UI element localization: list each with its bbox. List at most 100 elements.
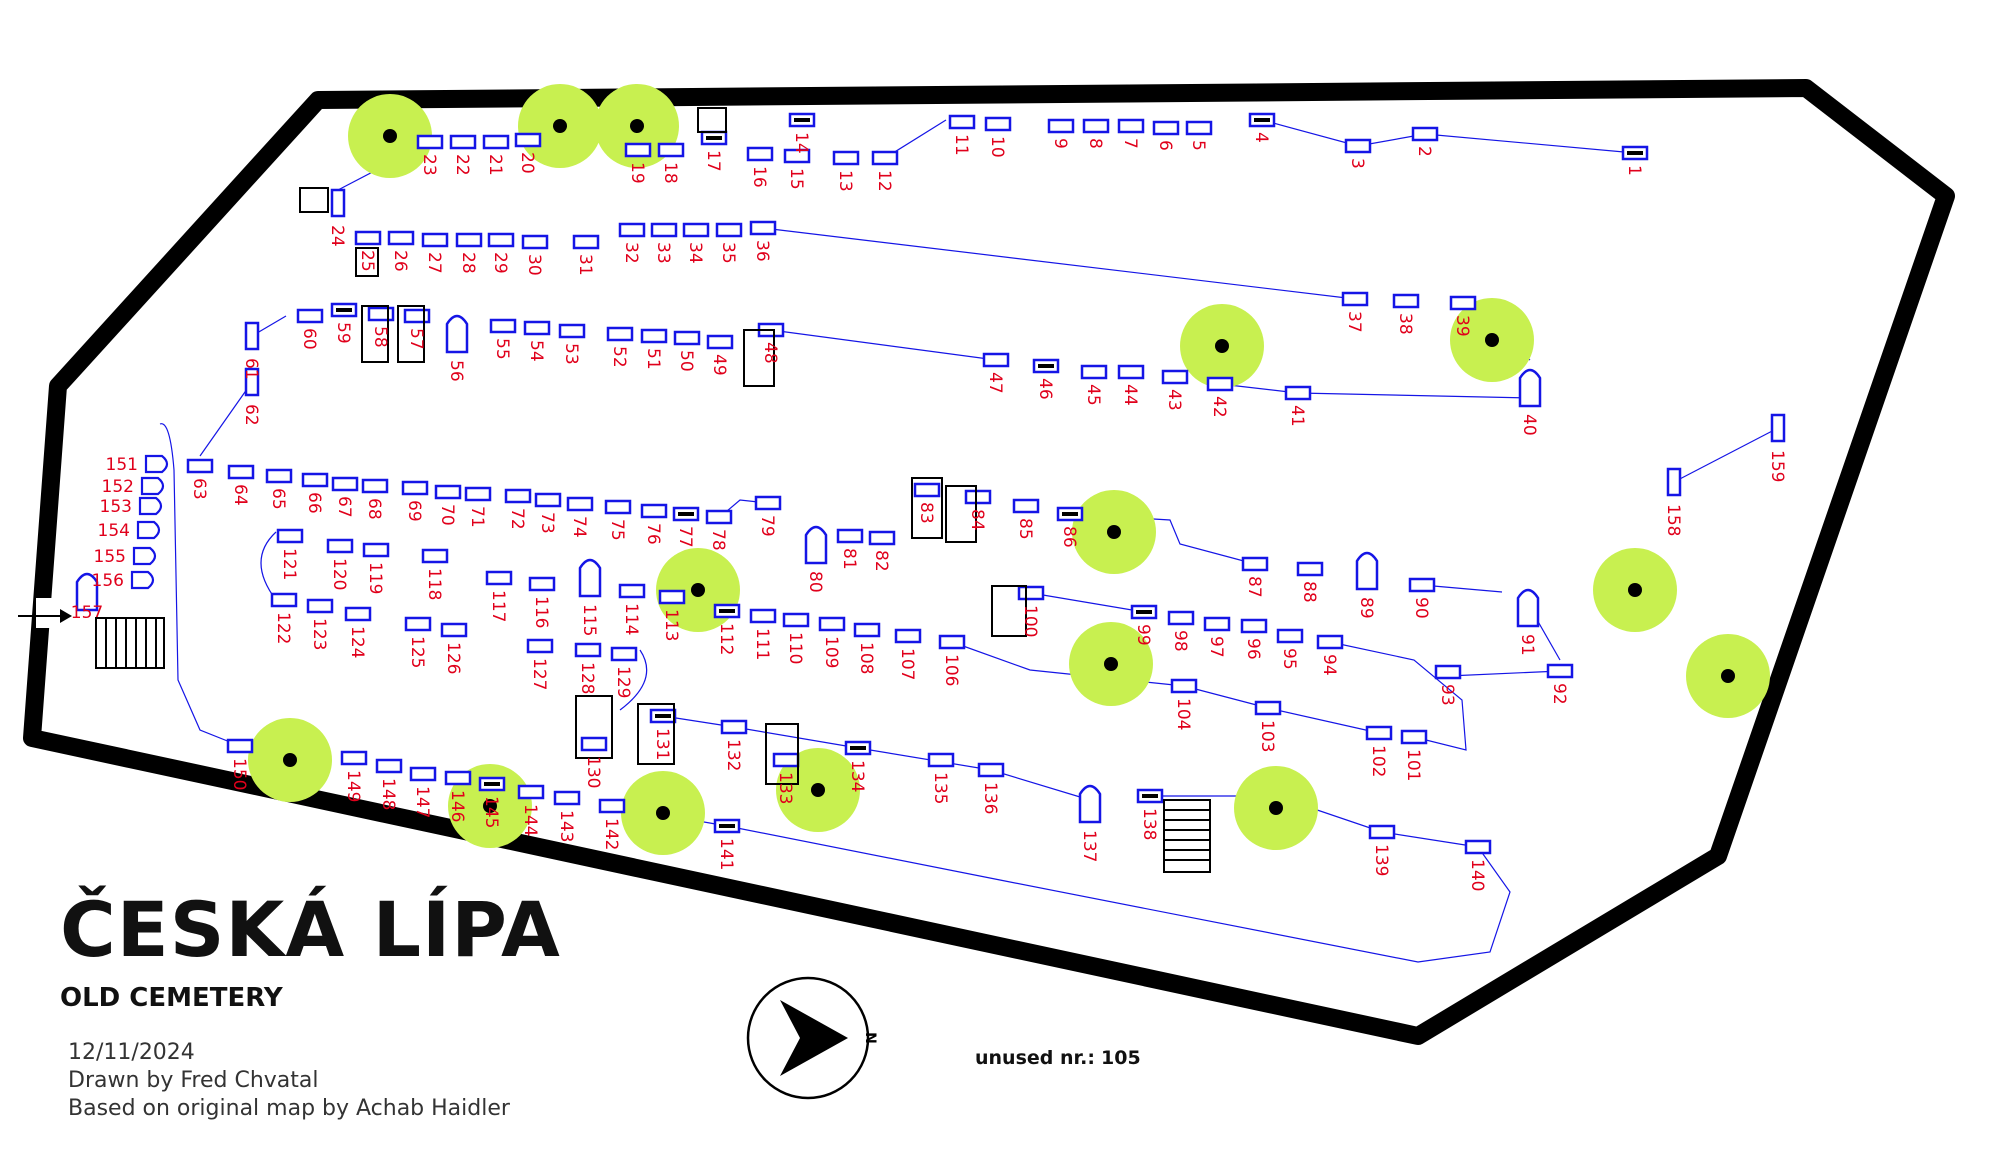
grave-number-84: 84: [967, 509, 987, 531]
grave-number-139: 139: [1371, 844, 1391, 876]
grave-number-87: 87: [1244, 576, 1264, 598]
tomb-structure: [945, 485, 977, 543]
grave-18: [657, 142, 685, 158]
grave-101: [1400, 729, 1428, 745]
grave-69: [401, 480, 429, 496]
grave-number-113: 113: [661, 609, 681, 641]
grave-3: [1344, 138, 1372, 154]
grave-number-73: 73: [537, 512, 557, 534]
grave-number-85: 85: [1015, 518, 1035, 540]
tree-icon: [1072, 490, 1156, 574]
grave-82: [868, 530, 896, 546]
grave-number-78: 78: [708, 529, 728, 551]
grave-number-128: 128: [577, 662, 597, 694]
grave-number-95: 95: [1279, 648, 1299, 670]
grave-number-10: 10: [987, 136, 1007, 158]
grave-number-150: 150: [229, 758, 249, 790]
grave-number-141: 141: [716, 838, 736, 870]
grave-number-65: 65: [268, 488, 288, 510]
grave-number-134: 134: [847, 760, 867, 792]
grave-147: [409, 766, 437, 782]
grave-number-147: 147: [412, 786, 432, 818]
grave-number-8: 8: [1085, 138, 1105, 149]
grave-number-88: 88: [1299, 581, 1319, 603]
grave-81: [836, 528, 864, 544]
grave-number-81: 81: [839, 548, 859, 570]
tomb-structure: [299, 187, 329, 213]
grave-number-64: 64: [230, 484, 250, 506]
grave-21: [482, 134, 510, 150]
grave-44: [1117, 364, 1145, 380]
grave-number-32: 32: [621, 242, 641, 264]
tomb-structure: [991, 585, 1027, 637]
graves-layer: [75, 112, 1786, 855]
grave-12: [871, 150, 899, 166]
grave-number-111: 111: [752, 628, 772, 660]
grave-number-158: 158: [1663, 504, 1683, 536]
grave-number-102: 102: [1368, 745, 1388, 777]
grave-31: [572, 234, 600, 250]
path-line: [762, 227, 1356, 300]
grave-number-14: 14: [791, 132, 811, 154]
tomb-structure: [911, 477, 943, 539]
grave-67: [331, 476, 359, 492]
grave-122: [270, 592, 298, 608]
grave-number-35: 35: [718, 242, 738, 264]
grave-number-132: 132: [723, 739, 743, 771]
grave-number-137: 137: [1079, 830, 1099, 862]
grave-37: [1341, 291, 1369, 307]
grave-number-156: 156: [92, 571, 124, 591]
path-line: [1673, 427, 1779, 483]
grave-89: [1355, 551, 1379, 591]
grave-number-40: 40: [1519, 414, 1539, 436]
grave-number-144: 144: [520, 804, 540, 836]
tree-icon: [248, 718, 332, 802]
grave-number-22: 22: [452, 154, 472, 176]
grave-number-45: 45: [1083, 384, 1103, 406]
grave-number-37: 37: [1344, 311, 1364, 333]
grave-135: [927, 752, 955, 768]
grave-number-50: 50: [676, 350, 696, 372]
grave-number-17: 17: [703, 150, 723, 172]
grave-number-119: 119: [365, 562, 385, 594]
grave-49: [706, 334, 734, 350]
grave-number-26: 26: [390, 250, 410, 272]
grave-47: [982, 352, 1010, 368]
grave-4: [1248, 112, 1276, 128]
grave-number-117: 117: [488, 590, 508, 622]
grave-14: [788, 112, 816, 128]
grave-95: [1276, 628, 1304, 644]
grave-153: [138, 496, 163, 516]
grave-150: [226, 738, 254, 754]
grave-number-133: 133: [775, 772, 795, 804]
path-line: [1219, 383, 1531, 399]
grave-number-82: 82: [871, 550, 891, 572]
grave-number-74: 74: [569, 516, 589, 538]
grave-number-6: 6: [1155, 140, 1175, 151]
grave-number-46: 46: [1035, 378, 1055, 400]
grave-54: [523, 320, 551, 336]
grave-number-60: 60: [299, 328, 319, 350]
grave-number-79: 79: [757, 515, 777, 537]
grave-134: [844, 740, 872, 756]
grave-number-122: 122: [273, 612, 293, 644]
grave-5: [1185, 120, 1213, 136]
grave-155: [132, 546, 157, 566]
grave-9: [1047, 118, 1075, 134]
grave-number-136: 136: [980, 782, 1000, 814]
grave-118: [421, 548, 449, 564]
grave-number-7: 7: [1120, 138, 1140, 149]
grave-number-104: 104: [1173, 698, 1193, 730]
grave-27: [421, 232, 449, 248]
path-line: [1447, 670, 1561, 677]
grave-number-112: 112: [716, 623, 736, 655]
grave-number-89: 89: [1356, 597, 1376, 619]
grave-number-71: 71: [467, 506, 487, 528]
grave-number-53: 53: [561, 343, 581, 365]
tree-icon: [1180, 304, 1264, 388]
grave-number-145: 145: [481, 796, 501, 828]
grave-43: [1161, 369, 1189, 385]
grave-116: [528, 576, 556, 592]
path-line: [726, 825, 1511, 963]
